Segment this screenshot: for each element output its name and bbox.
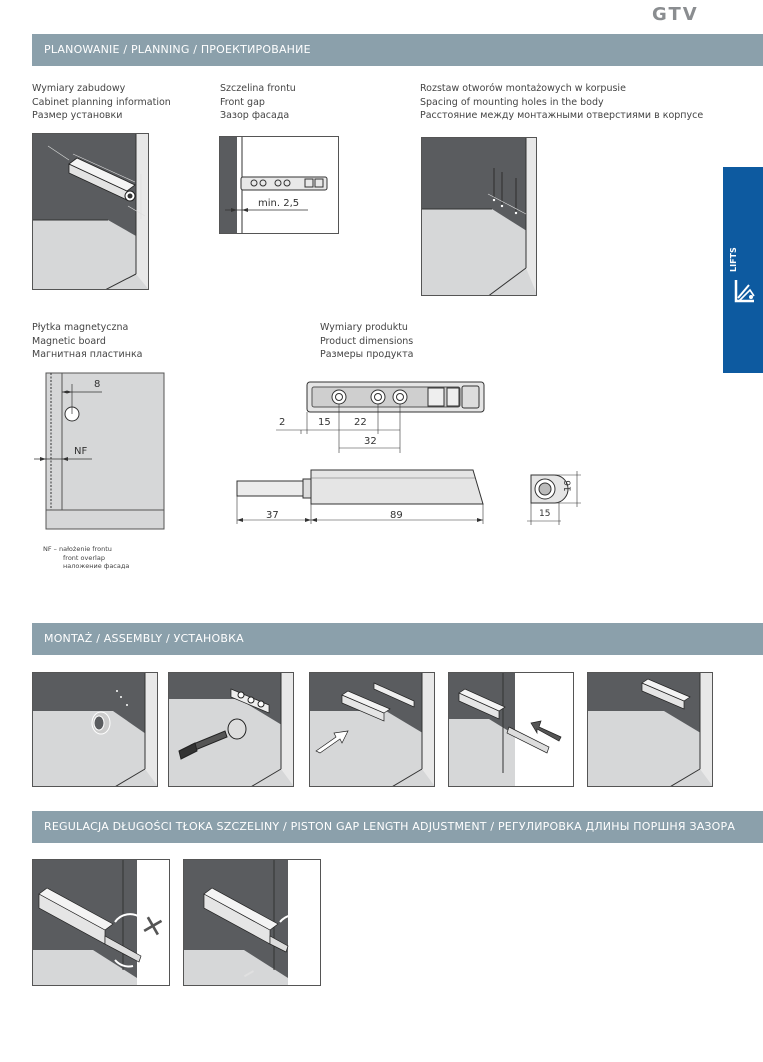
- mounting-holes-diagram: [421, 137, 537, 296]
- assembly-step-1: [32, 672, 158, 787]
- adjust-decrease-diagram: –: [183, 859, 321, 986]
- planning-section-header: PLANOWANIE / PLANNING / ПРОЕКТИРОВАНИЕ: [32, 34, 763, 66]
- dim-15-end: 15: [539, 509, 551, 519]
- assembly-step-2: [168, 672, 294, 787]
- magnet-dim-8: 8: [94, 379, 101, 390]
- dim-32: 32: [364, 436, 377, 447]
- adjust-increase-diagram: +: [32, 859, 170, 986]
- product-side-view: 37 89: [233, 464, 493, 529]
- cabinet-planning-diagram: [32, 133, 149, 290]
- assembly-section-header: MONTAŻ / ASSEMBLY / УСТАНОВКА: [32, 623, 763, 655]
- magnetic-board-diagram: 8 NF: [32, 370, 167, 532]
- adjustment-section-header: REGULACJA DŁUGOŚCI TŁOKA SZCZELINY / PIS…: [32, 811, 763, 843]
- assembly-step-3: [309, 672, 435, 787]
- lift-arm-icon: [734, 280, 755, 303]
- gtv-logo: GTV: [652, 4, 699, 25]
- dim-89: 89: [390, 510, 403, 521]
- lifts-tab-label: LIFTS: [729, 247, 738, 273]
- dim-15: 15: [318, 417, 331, 428]
- nf-footnote: NF – nałożenie frontu front overlap нало…: [43, 545, 130, 570]
- nf-label: NF: [74, 446, 88, 457]
- dim-2: 2: [279, 417, 286, 428]
- lifts-side-tab[interactable]: LIFTS: [723, 167, 763, 373]
- min-gap-label: min. 2,5: [258, 198, 300, 209]
- product-end-view: 16 15: [527, 469, 587, 529]
- assembly-step-4: [448, 672, 574, 787]
- dim-22: 22: [354, 417, 367, 428]
- front-gap-diagram: min. 2,5: [219, 136, 339, 234]
- product-top-view: 2 15 22 32: [276, 378, 491, 453]
- dim-16: 16: [563, 480, 574, 492]
- dim-37: 37: [266, 510, 279, 521]
- assembly-step-5: [587, 672, 713, 787]
